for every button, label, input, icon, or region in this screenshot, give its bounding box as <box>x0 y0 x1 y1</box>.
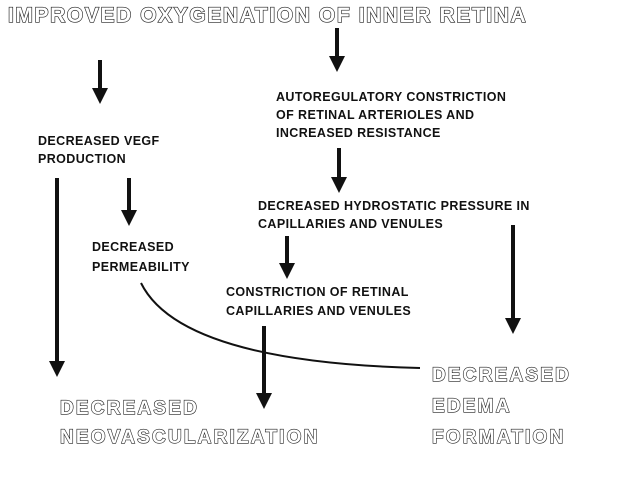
arrow-autoregulatory-to-hydrostatic <box>331 148 347 193</box>
node-decreased-hydrostatic-pressure: DECREASED HYDROSTATIC PRESSURE IN CAPILL… <box>258 199 530 231</box>
outcome-line: FORMATION <box>432 427 565 448</box>
node-line: CAPILLARIES AND VENULES <box>258 217 443 231</box>
node-line: PRODUCTION <box>38 152 126 166</box>
node-line: CONSTRICTION OF RETINAL <box>226 285 409 299</box>
node-decreased-permeability: DECREASED PERMEABILITY <box>92 240 190 274</box>
node-line: AUTOREGULATORY CONSTRICTION <box>276 90 506 104</box>
outcome-line: EDEMA <box>432 396 512 417</box>
node-constriction-retinal-capillaries: CONSTRICTION OF RETINAL CAPILLARIES AND … <box>226 285 411 318</box>
arrow-title-to-autoregulatory <box>329 28 345 72</box>
node-decreased-vegf-production: DECREASED VEGF PRODUCTION <box>38 134 160 166</box>
node-line: DECREASED HYDROSTATIC PRESSURE IN <box>258 199 530 213</box>
diagram-title: IMPROVED OXYGENATION OF INNER RETINA <box>8 4 527 27</box>
node-autoregulatory-constriction: AUTOREGULATORY CONSTRICTION OF RETINAL A… <box>276 90 506 140</box>
outcome-decreased-neovascularization: DECREASED NEOVASCULARIZATION <box>59 397 320 448</box>
arrow-vegf-to-permeability <box>121 178 137 226</box>
node-line: DECREASED VEGF <box>38 134 160 148</box>
outcome-line: DECREASED <box>60 398 199 419</box>
node-line: DECREASED <box>92 240 174 254</box>
node-line: PERMEABILITY <box>92 260 190 274</box>
outcome-line: NEOVASCULARIZATION <box>60 427 320 448</box>
arrow-title-to-vegf <box>92 60 108 104</box>
arrow-hydrostatic-to-capillaries <box>279 236 295 279</box>
node-line: CAPILLARIES AND VENULES <box>226 304 411 318</box>
arrow-hydrostatic-to-edema <box>505 225 521 334</box>
node-line: INCREASED RESISTANCE <box>276 126 441 140</box>
arrow-vegf-to-neovascularization <box>49 178 65 377</box>
connector-permeability-to-edema <box>140 282 421 369</box>
outcome-line: DECREASED <box>432 365 571 386</box>
outcome-decreased-edema-formation: DECREASED EDEMA FORMATION <box>431 364 571 448</box>
arrow-capillaries-to-neovascularization <box>256 326 272 409</box>
node-line: OF RETINAL ARTERIOLES AND <box>276 108 474 122</box>
